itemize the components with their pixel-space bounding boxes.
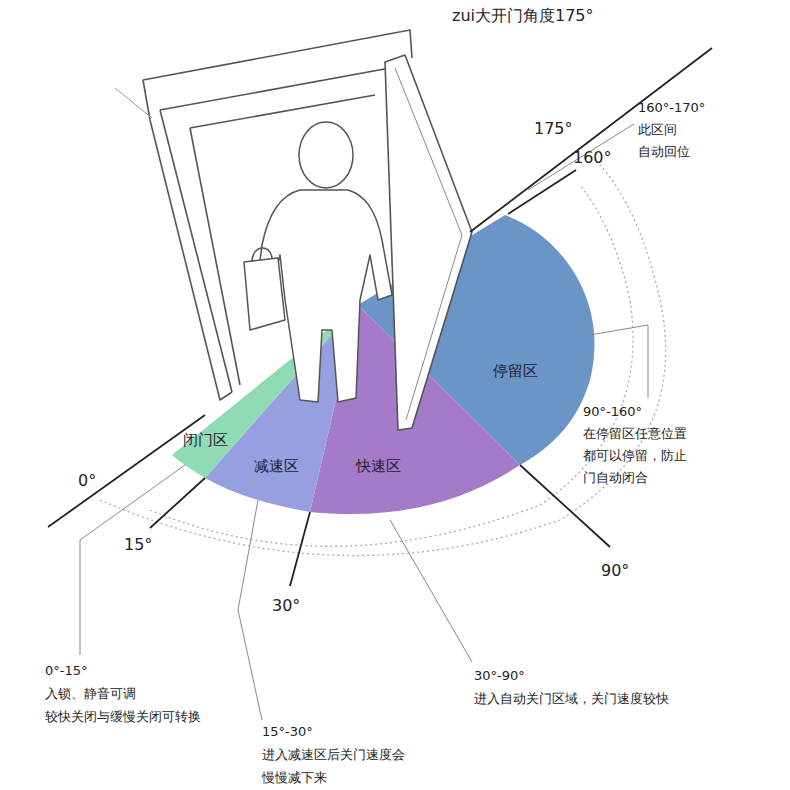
drawing-stroke [143, 30, 412, 80]
drawing-stroke [385, 55, 472, 430]
zone-name: 快速区 [356, 457, 401, 475]
zone-label-box: 减速区 [251, 454, 302, 478]
person [244, 122, 392, 402]
drawing-stroke [252, 248, 272, 262]
door-panel [385, 55, 472, 430]
callout-text: 门自动闭合 [583, 470, 648, 486]
drawing-stroke [590, 325, 648, 398]
zone-name: 减速区 [254, 457, 299, 475]
callout-heading: 90°-160° [583, 404, 642, 420]
zone-name: 闭门区 [183, 431, 228, 449]
zone-label-box: 停留区 [490, 359, 541, 383]
drawing-stroke [172, 305, 358, 478]
drawing-stroke [100, 165, 666, 556]
callout-text: 都可以停留，防止 [583, 448, 687, 464]
drawing-stroke [143, 80, 232, 400]
drawing-stroke [190, 95, 375, 128]
dotted-arc [100, 165, 666, 556]
callout-heading: 15°-30° [262, 724, 313, 740]
drawing-stroke [115, 88, 152, 118]
angle-number: 15° [124, 537, 152, 553]
drawing-stroke [470, 48, 712, 232]
drawing-stroke [160, 68, 390, 110]
drawing-stroke [80, 465, 185, 655]
zone-name: 停留区 [493, 362, 538, 380]
callout-text: 慢慢减下来 [262, 770, 327, 786]
callout-text: 此区间 [638, 122, 677, 138]
drawing-stroke [48, 415, 205, 527]
angle-number: 175° [534, 121, 573, 137]
zone-label-box: 快速区 [353, 454, 404, 478]
drawing-stroke [508, 170, 576, 214]
zone-label-box: 闭门区 [180, 428, 231, 452]
drawing-stroke [238, 500, 262, 720]
drawing-stroke [150, 478, 205, 528]
angle-number: 160° [573, 150, 612, 166]
callout-text: 入锁、静音可调 [45, 686, 136, 702]
callout-text: 进入自动关门区域，关门速度较快 [474, 691, 669, 707]
callout-text: 自动回位 [638, 144, 690, 160]
drawing-stroke [299, 122, 353, 188]
drawing-stroke [390, 520, 472, 662]
callout-heading: 0°-15° [45, 663, 88, 679]
angle-number: 30° [272, 598, 300, 614]
diagram-title: zui大开门角度175° [452, 8, 594, 24]
callout-text: 较快关闭与缓慢关闭可转换 [45, 709, 201, 725]
angle-number: 90° [601, 563, 629, 579]
drawing-stroke [290, 512, 310, 586]
leader-lines [80, 124, 648, 720]
angle-number: 0° [78, 473, 96, 489]
drawing-stroke [160, 110, 232, 392]
callout-text: 进入减速区后关门速度会 [262, 747, 405, 763]
callout-text: 在停留区任意位置 [583, 426, 687, 442]
drawing-stroke [244, 258, 285, 330]
callout-heading: 160°-170° [638, 100, 705, 116]
drawing-stroke [395, 68, 462, 420]
callout-heading: 30°-90° [474, 668, 525, 684]
angle-lines [48, 48, 712, 586]
